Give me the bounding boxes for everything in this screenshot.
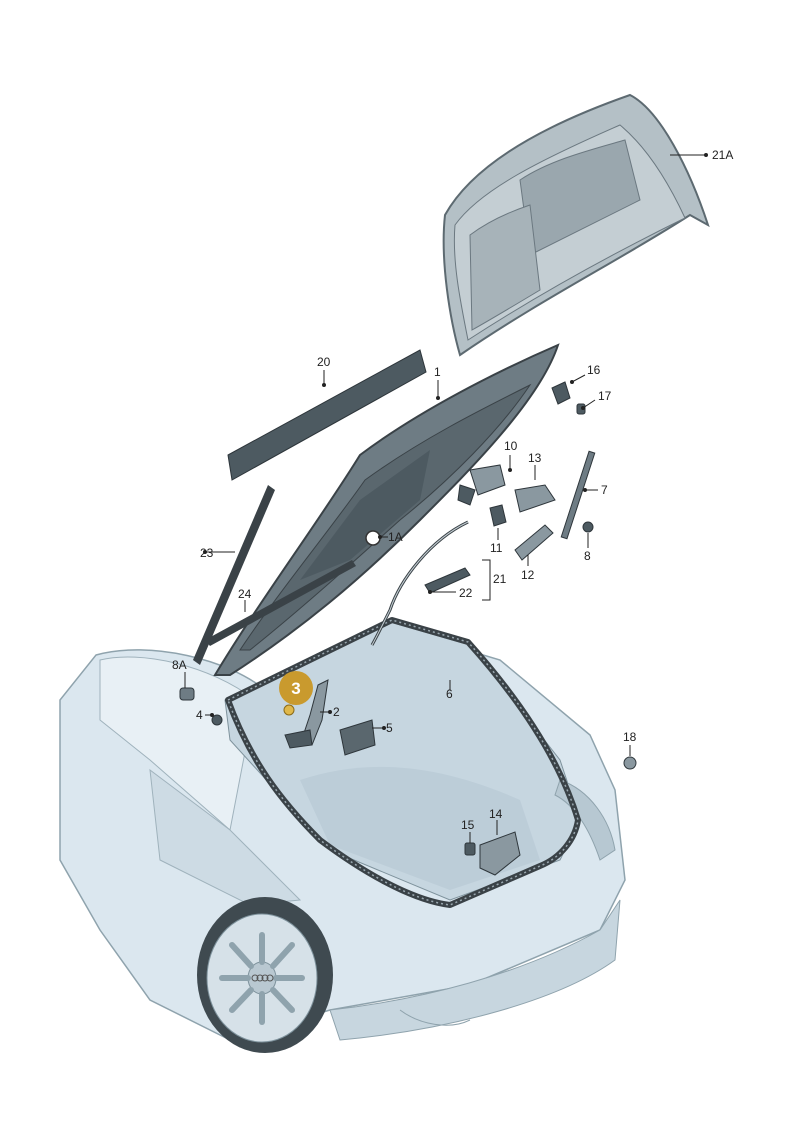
- callout-18: 18: [623, 730, 637, 744]
- callout-24: 24: [238, 587, 252, 601]
- callout-17: 17: [598, 389, 612, 403]
- rear-wheel: [197, 897, 333, 1053]
- callout-5: 5: [386, 721, 393, 735]
- callout-23: 23: [200, 546, 214, 560]
- callout-21A: 21A: [712, 148, 733, 162]
- side-seal-strip: [193, 485, 275, 665]
- lower-seal-strip: [205, 560, 356, 646]
- callout-labels: 21A 20 1 16 17 10 13 7 11 12 8 1A 21 22 …: [172, 148, 733, 832]
- callout-10: 10: [504, 439, 518, 453]
- callout-15: 15: [461, 818, 475, 832]
- small-parts: [179, 381, 637, 876]
- callout-8A: 8A: [172, 658, 187, 672]
- callout-22: 22: [459, 586, 473, 600]
- callout-4: 4: [196, 708, 203, 722]
- callout-16: 16: [587, 363, 601, 377]
- callout-21: 21: [493, 572, 507, 586]
- lid-lining: [442, 93, 710, 357]
- callout-11: 11: [490, 541, 503, 555]
- highlight-badge[interactable]: 3: [279, 671, 313, 716]
- callout-8: 8: [584, 549, 591, 563]
- callout-14: 14: [489, 807, 503, 821]
- leader-lines: [184, 154, 706, 843]
- callout-1: 1: [434, 365, 441, 379]
- spoiler-strip: [227, 349, 427, 481]
- callout-2: 2: [333, 705, 340, 719]
- callout-6: 6: [446, 687, 453, 701]
- callout-20: 20: [317, 355, 331, 369]
- highlight-badge-label: 3: [291, 679, 300, 698]
- car-body: [59, 621, 626, 1041]
- callout-13: 13: [528, 451, 542, 465]
- callout-7: 7: [601, 483, 608, 497]
- leader-dots: [203, 153, 708, 730]
- callout-1A: 1A: [388, 530, 403, 544]
- callout-12: 12: [521, 568, 535, 582]
